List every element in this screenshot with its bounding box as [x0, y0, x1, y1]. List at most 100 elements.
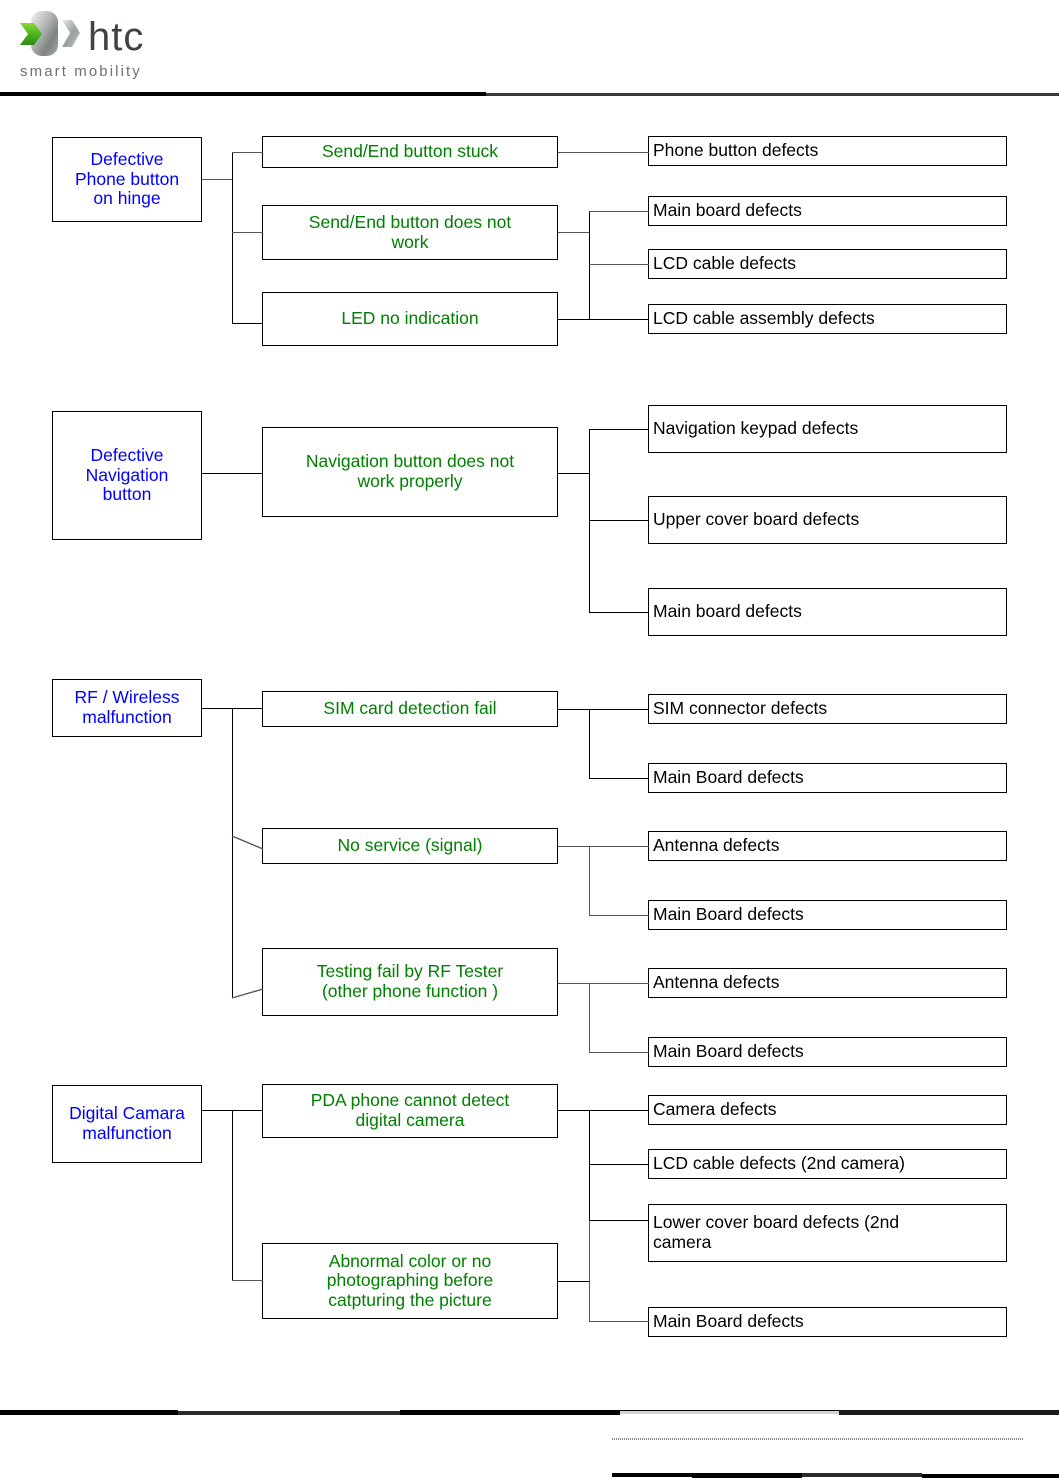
symptom-label: Testing fail by RF Tester(other phone fu…: [316, 961, 504, 1001]
defect-box-navigation-keypad-defects: Navigation keypad defects: [648, 405, 1007, 453]
connector: [589, 915, 649, 917]
footer-bottom-rule-segment: [612, 1473, 692, 1477]
defect-label: Main board defects: [653, 601, 802, 622]
connector: [232, 232, 263, 234]
connector: [589, 1052, 649, 1054]
connector: [558, 983, 590, 985]
connector: [589, 983, 649, 985]
defect-label: Main Board defects: [653, 1311, 804, 1332]
defect-box-antenna-defects: Antenna defects: [648, 968, 1007, 998]
symptom-box-send-end-stuck: Send/End button stuck: [262, 136, 558, 168]
footer-rule-segment: [620, 1411, 839, 1414]
defect-label: SIM connector defects: [653, 698, 828, 719]
symptom-box-no-service: No service (signal): [262, 828, 558, 864]
footer-bottom-rule-segment: [922, 1474, 1059, 1478]
connector: [232, 1110, 234, 1280]
connector: [558, 846, 590, 848]
connector: [589, 1220, 649, 1222]
defect-label: Main Board defects: [653, 904, 804, 925]
defect-label: Main board defects: [653, 200, 802, 221]
symptom-label: LED no indication: [341, 308, 479, 329]
connector: [232, 708, 234, 998]
defect-label: Phone button defects: [653, 140, 819, 161]
defect-box-main-board-defects: Main Board defects: [648, 1037, 1007, 1067]
defect-box-sim-connector-defects: SIM connector defects: [648, 694, 1007, 724]
defect-label: LCD cable assembly defects: [653, 308, 875, 329]
footer-dotted-rule: [612, 1438, 1024, 1440]
connector: [558, 152, 649, 154]
connector: [589, 1110, 649, 1112]
defect-box-lcd-cable-defects-2nd-camera: LCD cable defects (2nd camera): [648, 1149, 1007, 1179]
connector: [589, 983, 591, 1052]
connector: [589, 211, 649, 213]
defect-box-phone-button-defects: Phone button defects: [648, 136, 1007, 166]
connector: [231, 988, 264, 999]
defect-box-camera-defects: Camera defects: [648, 1095, 1007, 1125]
defect-label: Antenna defects: [653, 835, 780, 856]
defect-box-main-board-defects: Main board defects: [648, 196, 1007, 226]
svg-text:smart mobility: smart mobility: [20, 63, 142, 80]
header-rule-right: [486, 93, 1059, 96]
defect-label: LCD cable defects: [653, 253, 796, 274]
footer-bottom-rule-segment: [802, 1473, 922, 1477]
connector: [558, 709, 590, 711]
connector: [589, 709, 649, 711]
defect-label: Navigation keypad defects: [653, 418, 859, 439]
connector: [558, 473, 590, 475]
symptom-box-led-no-indication: LED no indication: [262, 292, 558, 346]
defect-box-antenna-defects: Antenna defects: [648, 831, 1007, 861]
defect-label: Main Board defects: [653, 767, 804, 788]
connector: [589, 319, 649, 321]
connector: [589, 1164, 649, 1166]
defect-box-lcd-cable-defects: LCD cable defects: [648, 249, 1007, 279]
defect-label: Camera defects: [653, 1099, 777, 1120]
connector: [589, 520, 649, 522]
connector: [232, 323, 263, 325]
symptom-box-sim-detection-fail: SIM card detection fail: [262, 691, 558, 727]
defect-box-main-board-defects: Main Board defects: [648, 1307, 1007, 1337]
connector: [232, 152, 263, 154]
connector: [558, 319, 590, 321]
connector: [202, 179, 233, 181]
defect-label: Antenna defects: [653, 972, 780, 993]
footer-rule-segment: [0, 1410, 178, 1415]
connector: [558, 1281, 590, 1283]
connector: [589, 778, 649, 780]
connector: [231, 835, 264, 850]
defect-box-upper-cover-board-defects: Upper cover board defects: [648, 496, 1007, 544]
connector: [589, 1220, 591, 1322]
footer-rule-segment: [178, 1411, 400, 1415]
connector: [589, 846, 649, 848]
defect-label: LCD cable defects (2nd camera): [653, 1153, 905, 1174]
connector: [232, 1280, 263, 1282]
connector: [558, 1110, 590, 1112]
connector: [589, 612, 649, 614]
symptom-label: No service (signal): [337, 835, 483, 856]
connector: [589, 846, 591, 915]
footer-rule-segment: [839, 1410, 1059, 1415]
svg-text:htc: htc: [88, 15, 144, 59]
footer-bottom-rule-segment: [692, 1473, 802, 1478]
defect-box-main-board-defects: Main Board defects: [648, 763, 1007, 793]
connector: [589, 264, 649, 266]
symptom-label: Send/End button stuck: [321, 141, 499, 162]
htc-logo-icon: htc smart mobility: [14, 6, 174, 84]
connector: [589, 211, 591, 320]
defect-label: Upper cover board defects: [653, 509, 860, 530]
connector: [589, 709, 591, 779]
defect-box-main-board-defects: Main board defects: [648, 588, 1007, 636]
